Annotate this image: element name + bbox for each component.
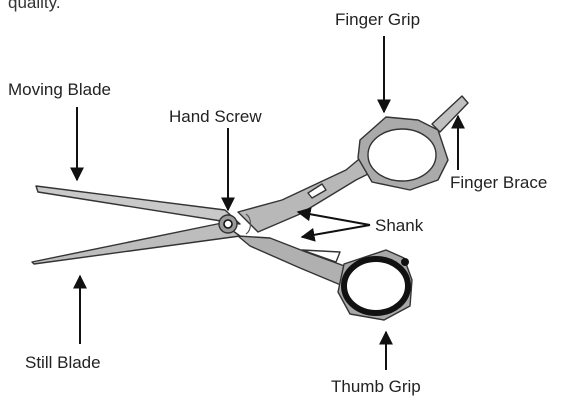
arrow-shank-upper <box>298 212 370 225</box>
label-moving-blade: Moving Blade <box>8 80 111 100</box>
scissors <box>32 96 468 320</box>
arrow-shank-lower <box>302 225 370 237</box>
label-shank: Shank <box>375 216 423 236</box>
moving-blade <box>36 186 240 224</box>
label-still-blade: Still Blade <box>25 353 101 373</box>
label-thumb-grip: Thumb Grip <box>331 377 421 397</box>
finger-brace <box>432 96 468 132</box>
upper-shank <box>238 150 380 232</box>
label-finger-grip: Finger Grip <box>335 10 420 30</box>
label-finger-brace: Finger Brace <box>450 173 547 193</box>
label-hand-screw: Hand Screw <box>169 107 262 127</box>
still-blade <box>32 223 240 264</box>
lower-shank <box>238 236 350 288</box>
